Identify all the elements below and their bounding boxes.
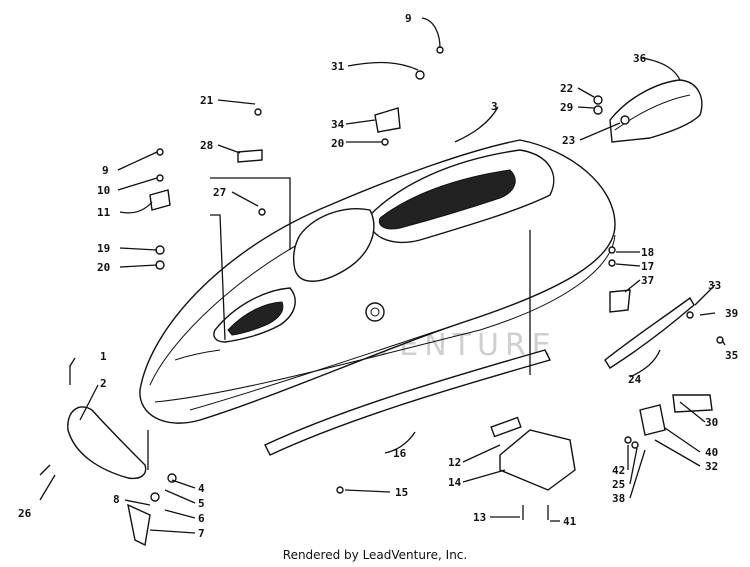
callout-17: 17 [641,260,654,273]
callout-11: 11 [97,206,111,219]
callout-9-left: 9 [102,164,109,177]
callout-38: 38 [612,492,625,505]
callout-16: 16 [393,447,407,460]
callout-10: 10 [97,184,110,197]
callout-labels: 1 2 3 4 5 6 7 8 9 9 10 11 12 13 14 15 16… [18,12,738,540]
callout-18: 18 [641,246,654,259]
callout-13: 13 [473,511,486,524]
callout-34: 34 [331,118,345,131]
callout-26: 26 [18,507,32,520]
callout-3: 3 [491,100,498,113]
callout-19: 19 [97,242,110,255]
handle-pole [593,79,703,143]
hull [139,139,616,424]
callout-27: 27 [213,186,226,199]
callout-37: 37 [641,274,654,287]
plate-12 [490,416,522,438]
callout-1: 1 [100,350,107,363]
callout-4: 4 [198,482,205,495]
callout-40: 40 [705,446,718,459]
callout-24: 24 [628,373,642,386]
callout-29: 29 [560,101,573,114]
callout-42: 42 [612,464,625,477]
callout-33: 33 [708,279,721,292]
rub-rail [604,296,695,369]
bracket [499,429,576,491]
footer-credit: Rendered by LeadVenture, Inc. [282,548,468,562]
callout-25: 25 [612,478,625,491]
callout-15: 15 [395,486,408,499]
callout-9-top: 9 [405,12,412,25]
hardware [69,46,724,547]
callout-21: 21 [200,94,214,107]
side-rail [264,349,552,456]
callout-20-left: 20 [97,261,110,274]
callout-6: 6 [198,512,205,525]
callout-39: 39 [725,307,738,320]
callout-22: 22 [560,82,573,95]
callout-28: 28 [200,139,213,152]
callout-7: 7 [198,527,205,540]
callout-8: 8 [113,493,120,506]
callout-30: 30 [705,416,718,429]
callout-35: 35 [725,349,738,362]
callout-23: 23 [562,134,575,147]
callout-41: 41 [563,515,577,528]
callout-20-top: 20 [331,137,344,150]
callout-14: 14 [448,476,462,489]
callout-32: 32 [705,460,718,473]
leader-lines [39,17,726,534]
callout-5: 5 [198,497,205,510]
callout-12: 12 [448,456,461,469]
callout-2: 2 [100,377,107,390]
bumper [67,406,147,480]
callout-31: 31 [331,60,345,73]
callout-36: 36 [633,52,647,65]
